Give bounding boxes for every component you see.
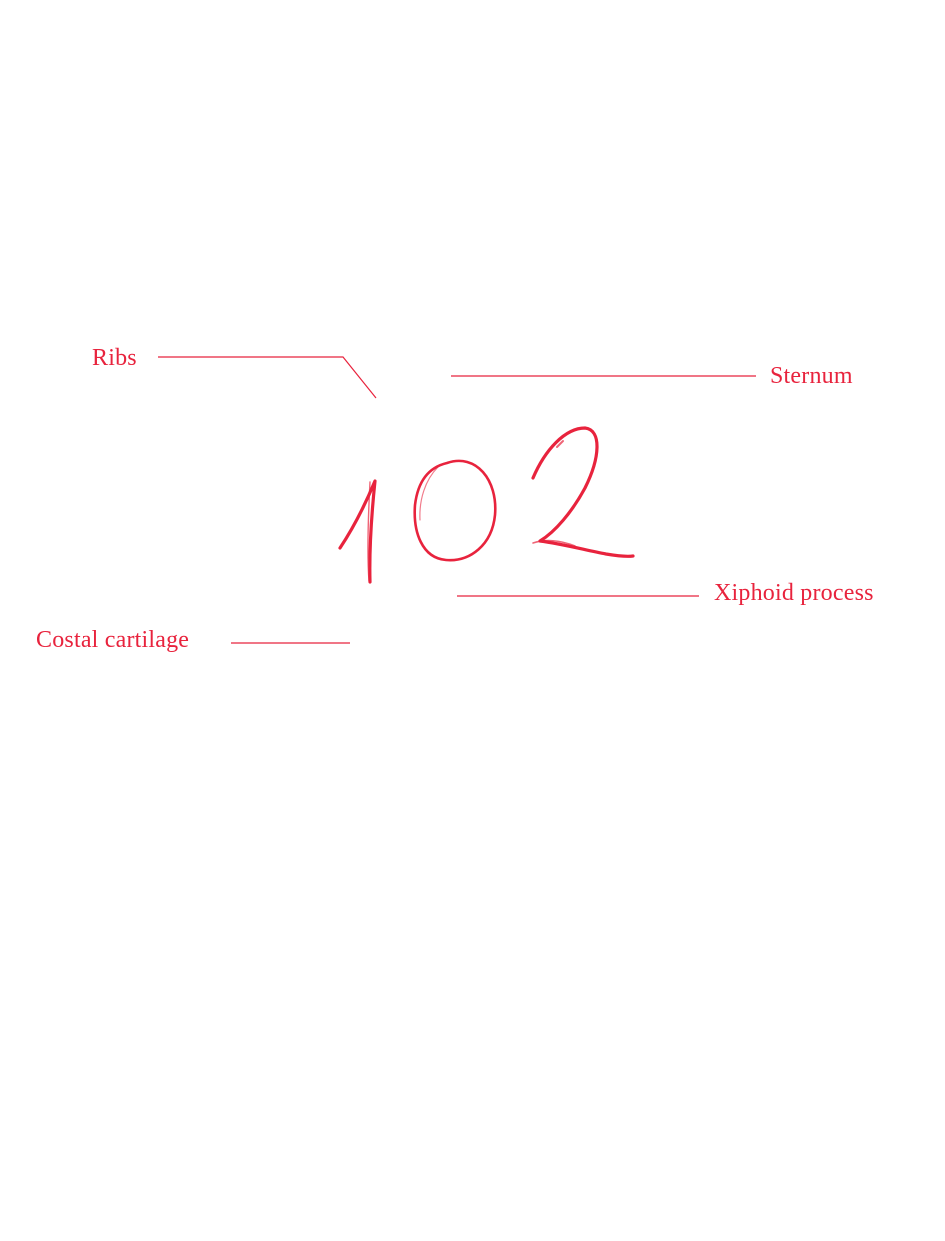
handwritten-digit-one: [338, 479, 377, 584]
costal-cartilage-label: Costal cartilage: [36, 627, 190, 653]
ribs-leader-line: [158, 356, 377, 399]
handwritten-digit-two: [531, 426, 635, 558]
sternum-label: Sternum: [770, 363, 853, 389]
xiphoid-process-label: Xiphoid process: [714, 580, 874, 606]
ribs-label: Ribs: [92, 345, 137, 371]
handwritten-digit-zero: [413, 459, 497, 562]
